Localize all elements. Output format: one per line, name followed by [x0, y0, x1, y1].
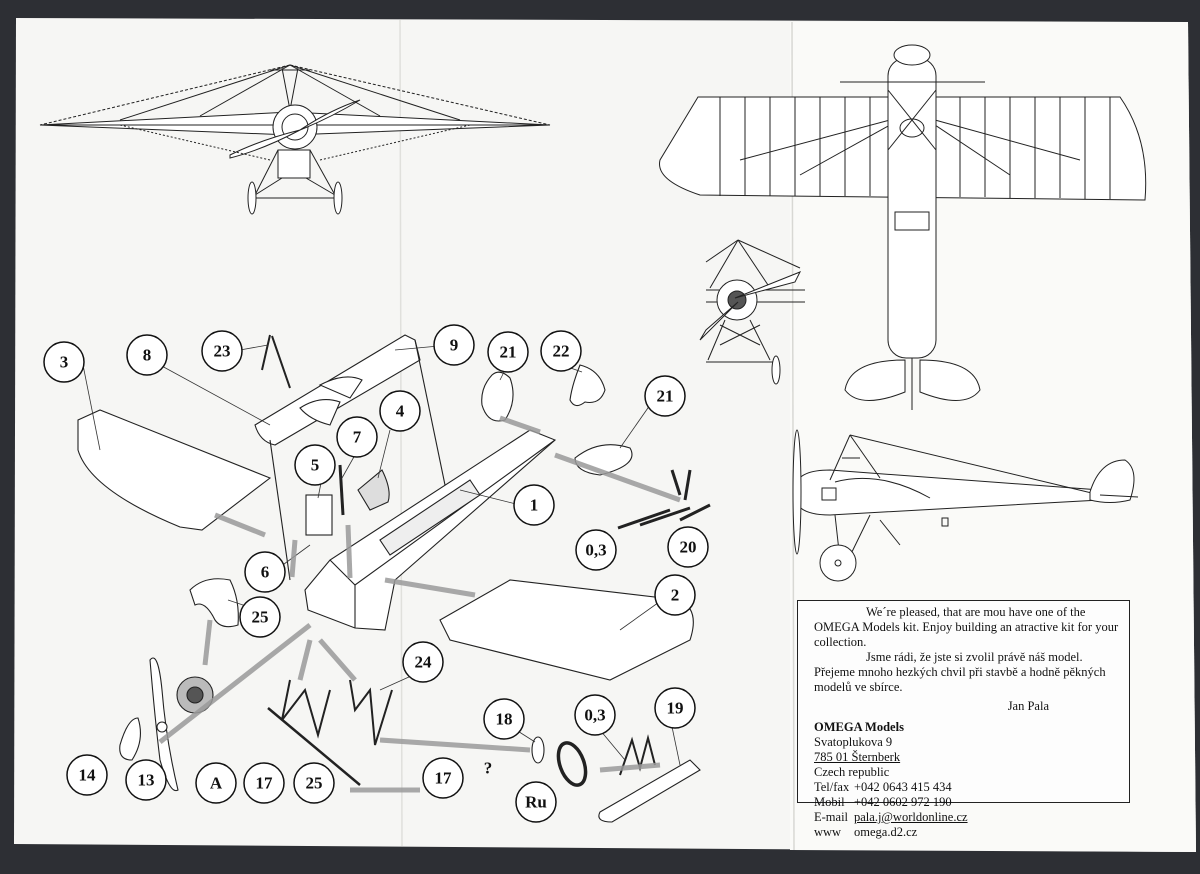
svg-text:20: 20 [680, 538, 697, 557]
callout-13: 13 [125, 759, 167, 801]
tel-value: +042 0643 415 434 [854, 780, 952, 794]
callout-7: 7 [336, 416, 378, 458]
callout-21a: 21 [487, 331, 529, 373]
city: 785 01 Šternberk [814, 750, 901, 764]
callout-6: 6 [244, 551, 286, 593]
exploded-assembly-drawing [77, 334, 711, 823]
part-22-elevator [569, 364, 606, 407]
street: Svatoplukova 9 [814, 735, 893, 749]
svg-text:25: 25 [306, 774, 323, 793]
callout-Ru: Ru [515, 781, 557, 823]
svg-text:2: 2 [671, 586, 680, 605]
svg-text:19: 19 [667, 699, 684, 718]
mobil-row: Mobil +042 0602 972 190 [814, 795, 1119, 810]
svg-text:14: 14 [79, 766, 97, 785]
svg-text:9: 9 [450, 336, 459, 355]
www-link[interactable]: omega.d2.cz [854, 825, 918, 839]
part-25-cowl [189, 578, 239, 628]
greeting-cz: Jsme rádi, že jste si zvolil právě náš m… [814, 650, 1106, 694]
svg-text:7: 7 [353, 428, 362, 447]
callout-3: 3 [43, 341, 85, 383]
side-view-drawing [792, 429, 1139, 582]
callout-20: 20 [667, 526, 709, 568]
svg-text:21: 21 [500, 343, 517, 362]
info-box: We´re pleased, that are mou have one of … [797, 600, 1130, 839]
svg-text:8: 8 [143, 346, 152, 365]
question-mark: ? [484, 759, 493, 778]
svg-text:17: 17 [435, 769, 453, 788]
svg-text:4: 4 [396, 402, 405, 421]
svg-text:25: 25 [252, 608, 269, 627]
mobil-value: +042 0602 972 190 [854, 795, 952, 809]
callout-23: 23 [201, 330, 243, 372]
callout-17a: 17 [243, 762, 285, 804]
callout-9: 9 [433, 324, 475, 366]
callout-24: 24 [402, 641, 444, 683]
part-24-struts [349, 679, 393, 746]
callout-14: 14 [66, 754, 108, 796]
part-23-strut [261, 334, 291, 389]
callout-17b: 17 [422, 757, 464, 799]
svg-text:23: 23 [214, 342, 231, 361]
svg-text:3: 3 [60, 353, 69, 372]
callout-21b: 21 [644, 375, 686, 417]
top-view-drawing [659, 44, 1147, 410]
fold-line [399, 19, 403, 847]
part-14-spinner [119, 717, 141, 761]
greeting-en: We´re pleased, that are mou have one of … [814, 605, 1119, 649]
country: Czech republic [814, 765, 890, 779]
part-17-struts [281, 679, 331, 739]
svg-text:13: 13 [138, 771, 155, 790]
callout-4: 4 [379, 390, 421, 432]
part-3-wing [77, 409, 272, 531]
email-row: E-mail pala.j@worldonline.cz [814, 810, 1119, 825]
callout-25b: 25 [293, 762, 335, 804]
callout-8: 8 [126, 334, 168, 376]
www-label: www [814, 825, 842, 839]
tel-row: Tel/fax +042 0643 415 434 [814, 780, 1119, 795]
front-view-drawing [39, 64, 551, 215]
svg-text:1: 1 [530, 496, 539, 515]
assembly-arrows [158, 415, 681, 793]
signature: Jan Pala [1007, 699, 1049, 713]
svg-text:18: 18 [496, 710, 513, 729]
svg-text:Ru: Ru [525, 793, 547, 812]
svg-text:17: 17 [256, 774, 274, 793]
part-19-skid [598, 759, 701, 823]
svg-text:0,3: 0,3 [584, 706, 605, 725]
part-20-rods [617, 469, 711, 530]
callout-1: 1 [513, 484, 555, 526]
svg-text:6: 6 [261, 563, 270, 582]
email-link[interactable]: pala.j@worldonline.cz [854, 810, 968, 824]
www-row: www omega.d2.cz [814, 825, 1119, 840]
svg-text:24: 24 [415, 653, 433, 672]
callout-A: A [195, 762, 237, 804]
svg-text:22: 22 [553, 342, 570, 361]
callouts: 3 8 23 9 21 22 4 7 21 5 1 6 0,3 20 25 2 … [43, 324, 709, 823]
svg-text:0,3: 0,3 [585, 541, 606, 560]
svg-text:5: 5 [311, 456, 320, 475]
mobil-label: Mobil [814, 795, 845, 809]
callout-19: 19 [654, 687, 696, 729]
tel-label: Tel/fax [814, 780, 850, 794]
company-name: OMEGA Models [814, 720, 904, 734]
callout-25a: 25 [239, 596, 281, 638]
three-quarter-view-drawing [699, 239, 805, 385]
svg-text:21: 21 [657, 387, 674, 406]
part-5-frame [305, 494, 333, 536]
callout-5: 5 [294, 444, 336, 486]
callout-22: 22 [540, 330, 582, 372]
part-ru-tire [556, 741, 588, 787]
callout-18: 18 [483, 698, 525, 740]
email-label: E-mail [814, 810, 849, 824]
callout-03b: 0,3 [574, 694, 616, 736]
callout-2: 2 [654, 574, 696, 616]
part-18-wheel [531, 736, 545, 764]
part-4-seat [357, 469, 390, 511]
svg-text:A: A [210, 774, 223, 793]
callout-03a: 0,3 [575, 529, 617, 571]
